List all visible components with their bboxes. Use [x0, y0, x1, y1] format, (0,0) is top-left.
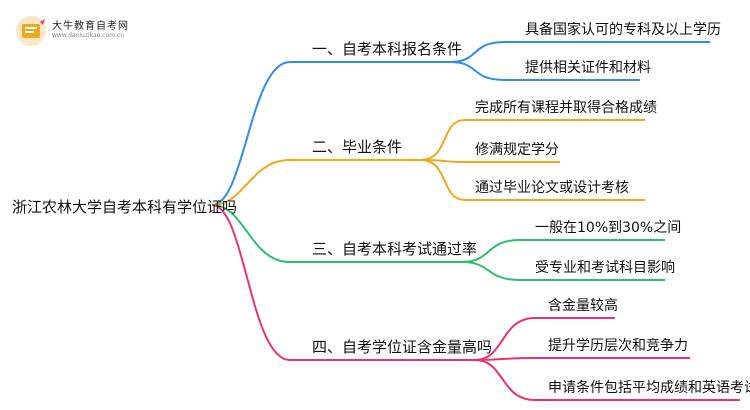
branch-node-3: 三、自考本科考试通过率 [312, 240, 478, 258]
connector-b4-leaf-2 [474, 357, 690, 361]
leaf-node: 通过毕业论文或设计考核 [475, 180, 629, 196]
leaf-node: 完成所有课程并取得合格成绩 [475, 100, 657, 116]
leaf-node: 具备国家认可的专科及以上学历 [525, 22, 721, 38]
leaf-node: 受专业和考试科目影响 [535, 260, 675, 276]
connector-b2-leaf-1 [419, 119, 645, 161]
connector-b4-leaf-1 [474, 317, 615, 361]
leaf-node: 申请条件包括平均成绩和英语考试 [548, 380, 750, 396]
connector-root-branch-2 [211, 159, 420, 206]
leaf-node: 含金量较高 [548, 298, 618, 314]
connector-b1-leaf-2 [449, 61, 640, 81]
leaf-node: 一般在10%到30%之间 [535, 220, 682, 236]
logo-icon [16, 16, 46, 46]
leaf-node: 修满规定学分 [475, 142, 559, 158]
root-node: 浙江农林大学自考本科有学位证吗 [12, 198, 238, 216]
logo-title: 大牛教育自考网 [52, 21, 129, 32]
connector-root-branch-4 [211, 204, 475, 361]
branch-node-4: 四、自考学位证含金量高吗 [312, 338, 493, 356]
connector-b4-leaf-3 [474, 359, 740, 401]
logo-url: www.daniuzikao.com.cn [52, 32, 124, 39]
leaf-node: 提升学历层次和竞争力 [548, 338, 688, 354]
branch-node-2: 二、毕业条件 [312, 138, 403, 156]
connector-b3-leaf-1 [461, 239, 665, 263]
branch-node-1: 一、自考本科报名条件 [312, 40, 463, 58]
connector-b2-leaf-2 [419, 159, 560, 163]
connector-root-branch-3 [211, 204, 462, 263]
connector-root-branch-1 [211, 61, 450, 206]
connector-b2-leaf-3 [419, 159, 645, 201]
connector-b3-leaf-2 [461, 261, 665, 281]
leaf-node: 提供相关证件和材料 [525, 60, 651, 76]
connector-b1-leaf-1 [449, 41, 710, 63]
